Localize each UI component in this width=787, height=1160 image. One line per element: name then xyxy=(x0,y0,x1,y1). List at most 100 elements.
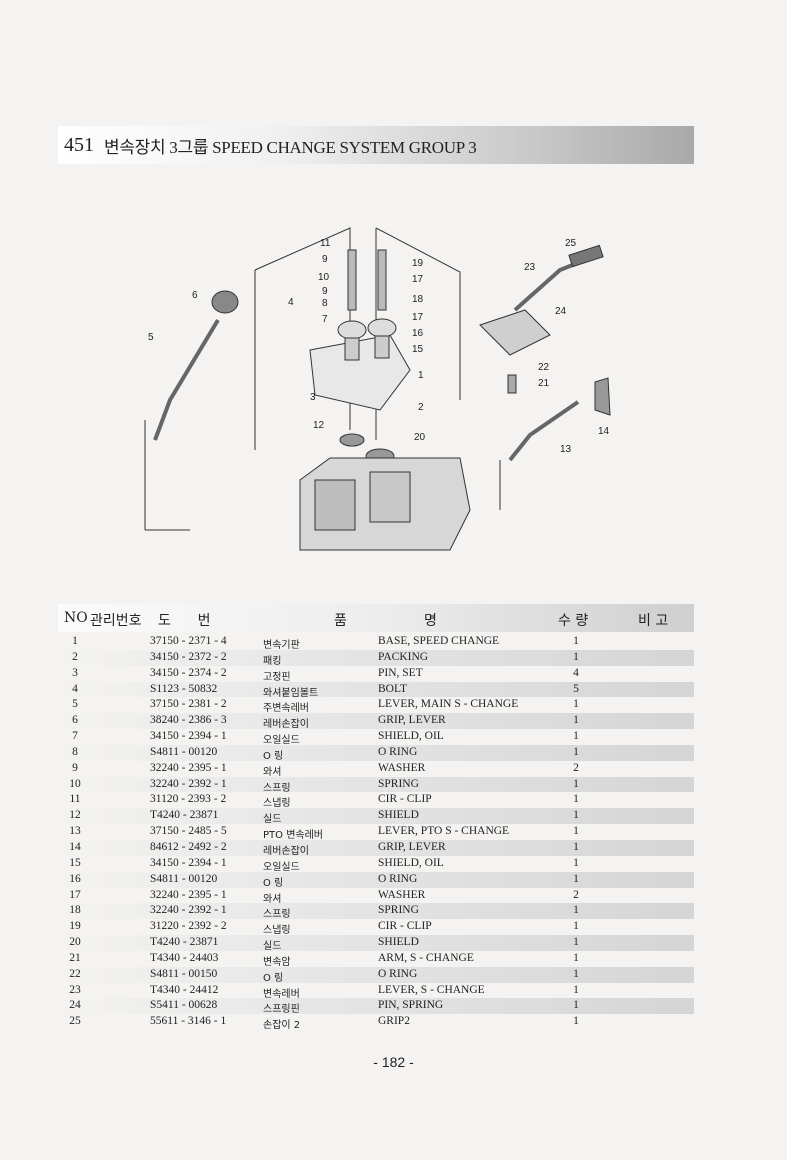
svg-text:9: 9 xyxy=(322,254,328,265)
part-number: S5411 - 00628 xyxy=(150,999,218,1012)
quantity: 2 xyxy=(573,888,579,901)
svg-text:5: 5 xyxy=(148,332,154,343)
english-name: PACKING xyxy=(378,650,429,663)
part-number: 32240 - 2392 - 1 xyxy=(150,904,227,917)
part-number: S4811 - 00120 xyxy=(150,872,218,885)
svg-text:25: 25 xyxy=(565,238,577,249)
part-number: T4340 - 24412 xyxy=(150,983,219,996)
korean-name: 스프링핀 xyxy=(263,1004,300,1016)
korean-name: 스냅링 xyxy=(263,798,291,810)
korean-name: 와셔붙임볼트 xyxy=(263,687,319,699)
quantity: 1 xyxy=(573,1015,579,1028)
row-number: 22 xyxy=(69,967,81,980)
row-number: 9 xyxy=(72,761,78,774)
korean-name: O 링 xyxy=(263,877,284,889)
row-number: 10 xyxy=(69,777,81,790)
english-name: WASHER xyxy=(378,888,426,901)
korean-name: 실드 xyxy=(263,814,282,826)
quantity: 1 xyxy=(573,983,579,996)
row-number: 17 xyxy=(69,888,81,901)
part-number: T4240 - 23871 xyxy=(150,936,219,949)
part-number: 37150 - 2371 - 4 xyxy=(150,635,227,647)
row-number: 20 xyxy=(69,936,81,949)
row-number: 24 xyxy=(69,999,81,1012)
col-mgmt: 관리번호 xyxy=(90,613,142,629)
korean-name: 주변속레버 xyxy=(263,703,309,715)
col-no: NO xyxy=(64,610,88,626)
col-qty: 수 량 xyxy=(558,613,589,629)
korean-name: 패킹 xyxy=(263,655,282,667)
row-number: 6 xyxy=(72,714,78,727)
quantity: 1 xyxy=(573,650,579,663)
part-number: 31220 - 2392 - 2 xyxy=(150,920,227,933)
svg-text:17: 17 xyxy=(412,312,424,323)
col-name-right: 명 xyxy=(424,613,437,629)
quantity: 1 xyxy=(573,840,579,853)
svg-text:19: 19 xyxy=(412,258,424,269)
svg-text:17: 17 xyxy=(412,274,424,285)
english-name: PIN, SET xyxy=(378,666,423,679)
english-name: WASHER xyxy=(378,761,426,774)
korean-name: 레버손잡이 xyxy=(263,845,309,857)
part-number: 34150 - 2374 - 2 xyxy=(150,666,227,679)
part-number: 37150 - 2485 - 5 xyxy=(150,825,227,838)
quantity: 1 xyxy=(573,635,579,647)
part-number: S1123 - 50832 xyxy=(150,682,218,695)
english-name: O RING xyxy=(378,872,418,885)
english-name: O RING xyxy=(378,967,418,980)
svg-text:9: 9 xyxy=(322,286,328,297)
part-number: 84612 - 2492 - 2 xyxy=(150,840,227,853)
korean-name: 오일실드 xyxy=(263,735,300,747)
svg-text:22: 22 xyxy=(538,362,550,373)
quantity: 1 xyxy=(573,872,579,885)
row-number: 16 xyxy=(69,872,81,885)
quantity: 1 xyxy=(573,951,579,964)
quantity: 1 xyxy=(573,730,579,743)
table-row: 16 S4811 - 00120 O 링 O RING 1 xyxy=(58,871,694,889)
row-number: 8 xyxy=(72,745,78,758)
korean-name: PTO 변속레버 xyxy=(263,830,323,842)
english-name: LEVER, MAIN S - CHANGE xyxy=(378,698,519,711)
english-name: SHIELD xyxy=(378,809,419,822)
english-name: SHIELD xyxy=(378,936,419,949)
svg-text:7: 7 xyxy=(322,314,328,325)
row-number: 1 xyxy=(72,635,78,647)
svg-text:21: 21 xyxy=(538,378,550,389)
quantity: 1 xyxy=(573,904,579,917)
row-number: 15 xyxy=(69,856,81,869)
svg-text:3: 3 xyxy=(310,392,316,403)
part-number: 32240 - 2392 - 1 xyxy=(150,777,227,790)
quantity: 1 xyxy=(573,967,579,980)
svg-text:6: 6 xyxy=(192,290,198,301)
korean-name: 스프링 xyxy=(263,782,291,794)
col-remark: 비 고 xyxy=(638,613,669,629)
quantity: 1 xyxy=(573,777,579,790)
page-number: - 182 - xyxy=(373,1054,414,1070)
part-number: 34150 - 2394 - 1 xyxy=(150,856,227,869)
english-name: SHIELD, OIL xyxy=(378,856,444,869)
english-name: CIR - CLIP xyxy=(378,920,432,933)
part-number: 32240 - 2395 - 1 xyxy=(150,888,227,901)
part-number: S4811 - 00150 xyxy=(150,967,218,980)
english-name: SHIELD, OIL xyxy=(378,730,444,743)
korean-name: 스프링 xyxy=(263,909,291,921)
quantity: 1 xyxy=(573,714,579,727)
svg-text:1: 1 xyxy=(418,370,424,381)
korean-name: 고정핀 xyxy=(263,671,291,683)
quantity: 1 xyxy=(573,936,579,949)
